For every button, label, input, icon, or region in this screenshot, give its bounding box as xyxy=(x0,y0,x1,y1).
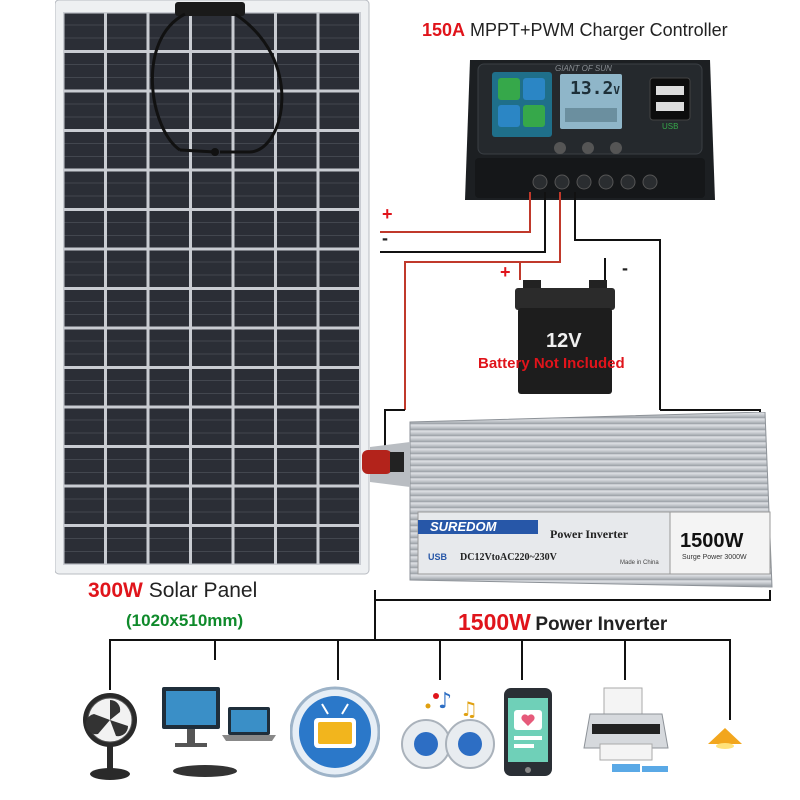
solar-panel-caption: 300W Solar Panel xyxy=(88,579,257,603)
battery xyxy=(515,280,615,395)
controller-title: 150A MPPT+PWM Charger Controller xyxy=(422,20,728,41)
svg-text:♫: ♫ xyxy=(460,697,478,721)
solar-panel-name: Solar Panel xyxy=(148,579,258,602)
battery-plus-label: + xyxy=(500,262,511,282)
panel-plus-label: + xyxy=(382,204,393,224)
svg-text:♪: ♪ xyxy=(438,689,452,714)
inverter-spec: DC12VtoAC220~230V xyxy=(460,552,557,563)
inverter-caption: 1500W Power Inverter xyxy=(458,609,667,636)
solar-panel xyxy=(55,0,370,575)
battery-voltage: 12V xyxy=(546,330,582,352)
inverter-rating-badge: 1500W xyxy=(680,530,744,552)
computer-icon xyxy=(162,687,276,777)
battery-minus-label: - xyxy=(622,258,628,278)
phone-icon xyxy=(504,688,552,776)
charge-controller: GIANT OF SUN 13.2V USB xyxy=(460,50,720,210)
lcd-unit: V xyxy=(613,84,620,97)
solar-panel-power: 300W xyxy=(88,579,143,602)
printer-icon xyxy=(583,687,669,772)
inverter-origin: Made in China xyxy=(620,560,659,566)
inverter-brand: SUREDOM xyxy=(430,519,497,534)
speaker-icon: ♪ ♫ xyxy=(401,689,495,769)
controller-usb-label: USB xyxy=(662,122,679,131)
inverter-product: Power Inverter xyxy=(550,527,629,541)
inverter-caption-power: 1500W xyxy=(458,609,531,635)
power-inverter: SUREDOM Power Inverter USB DC12VtoAC220~… xyxy=(360,412,780,592)
battery-note: Battery Not Included xyxy=(478,355,625,372)
controller-brand: GIANT OF SUN xyxy=(555,64,612,73)
inverter-usb: USB xyxy=(428,552,448,562)
panel-minus-label: - xyxy=(382,228,388,248)
lamp-icon xyxy=(708,728,742,749)
controller-title-text: MPPT+PWM Charger Controller xyxy=(470,20,728,40)
inverter-surge: Surge Power 3000W xyxy=(682,554,747,561)
solar-panel-size: (1020x510mm) xyxy=(126,611,244,630)
tv-icon xyxy=(290,686,380,778)
controller-title-power: 150A xyxy=(422,20,466,40)
controller-lcd-readout: 13.2V xyxy=(570,78,620,99)
inverter-caption-name: Power Inverter xyxy=(535,614,668,635)
fan-icon xyxy=(83,693,137,780)
lcd-value: 13.2 xyxy=(570,78,614,99)
